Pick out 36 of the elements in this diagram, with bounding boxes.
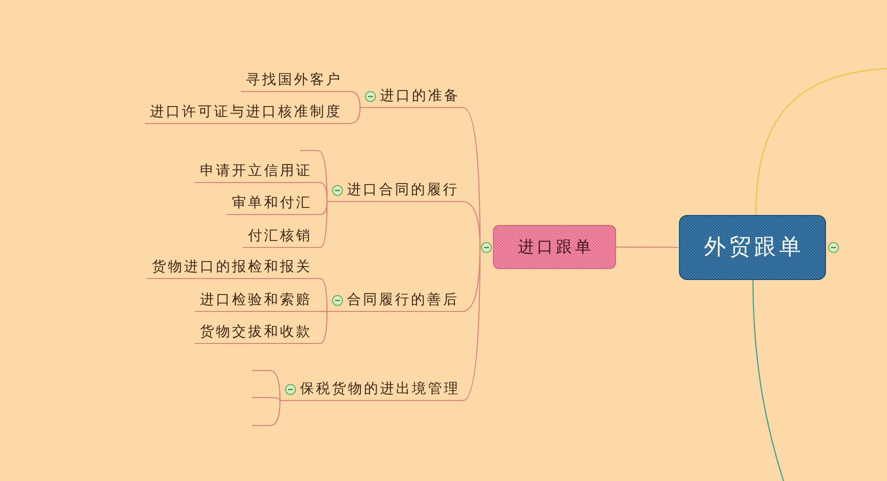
branch-line [320,310,328,312]
subtopic-node [327,290,462,312]
subtopic-label: 保税货物的进出境管理 [300,380,460,399]
topic-label: 进口检验和索赔 [195,291,320,312]
branch-line [320,200,328,248]
empty-topic-line [252,425,270,426]
branch-line [755,67,887,216]
subtopic-node [327,180,462,202]
branch-line [270,370,281,402]
branch-line [350,106,361,124]
branch-line [616,246,680,248]
branch-line [462,246,482,402]
empty-topic-line [252,397,270,398]
topic-label: 货物交拔和收款 [195,323,320,344]
subtopic-label: 进口合同的履行 [347,181,459,200]
branch-line [270,400,281,426]
branch-line [350,90,361,108]
subtopic-node [280,379,463,401]
empty-topic-line [300,150,318,151]
topic-label: 进口许可证与进口核准制度 [145,103,350,124]
main-topic-box: 进口跟单 [493,225,616,269]
topic-label: 申请开立信用证 [195,162,320,183]
central-topic-box: 外贸跟单 [679,215,826,280]
topic-label: 付汇核销 [243,227,320,248]
branch-line [320,278,328,312]
branch-line [320,182,328,202]
branch-line [270,396,281,402]
topic-label: 货物进口的报检和报关 [147,258,320,279]
subtopic-node [360,86,463,108]
subtopic-label: 进口的准备 [380,87,460,106]
branch-line [462,200,482,248]
topic-label: 审单和付汇 [227,194,320,215]
branch-line [320,310,328,344]
subtopic-label: 合同履行的善后 [347,291,459,310]
empty-topic-line [252,370,270,371]
topic-label: 寻找国外客户 [241,71,350,92]
